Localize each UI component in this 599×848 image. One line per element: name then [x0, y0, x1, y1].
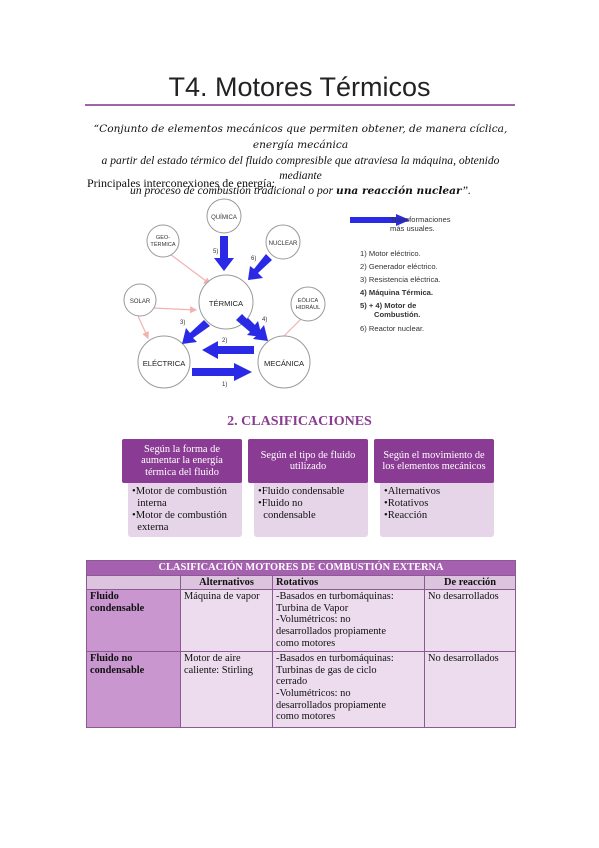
table-header-alternativos: Alternativos — [180, 574, 273, 591]
classification-1-item: •Motor de combustión — [132, 486, 227, 497]
table-cell-alternativos: Motor de aire caliente: Stirling — [180, 651, 273, 729]
node-quimica-label: QUÍMICA — [211, 214, 237, 221]
node-electrica-label: ELÉCTRICA — [143, 359, 187, 368]
arrow-solar-termica — [152, 306, 198, 314]
table-header-reaccion: De reacción — [423, 574, 517, 591]
node-electrica: ELÉCTRICA — [137, 335, 191, 389]
table-cell-rotativos: -Basados en turbomáquinas: Turbina de Va… — [272, 589, 425, 653]
classification-1-item: interna — [132, 498, 167, 509]
arrow-3-electrica-termica — [182, 320, 210, 344]
classification-body-2: •Fluido condensable •Fluido no condensab… — [254, 481, 368, 537]
node-quimica: QUÍMICA — [206, 198, 242, 234]
classification-1-item: externa — [132, 522, 169, 533]
classification-box-3: Según el movimiento de los elementos mec… — [374, 439, 494, 537]
section-title: 2. CLASIFICACIONES — [227, 414, 372, 429]
table-header-empty — [86, 574, 181, 591]
legend-item-5: 5) + 4) Motor de — [360, 301, 417, 310]
legend-header-2: más usuales. — [390, 224, 435, 233]
node-eolica-label-2: HIDRÁUL — [296, 304, 321, 311]
definition-line-2: a partir del estado térmico del fluido c… — [101, 154, 500, 182]
node-solar: SOLAR — [123, 283, 157, 317]
node-nuclear-label: NUCLEAR — [269, 241, 298, 247]
label-3: 3) — [180, 320, 185, 326]
label-1: 1) — [222, 382, 227, 388]
node-geo-label-1: GEO- — [156, 235, 170, 241]
title-divider — [85, 104, 515, 106]
node-solar-label: SOLAR — [130, 299, 151, 305]
table-row-label: Fluido no condensable — [86, 651, 181, 729]
classification-box-1: Según la forma de aumentar la energía té… — [122, 439, 242, 537]
table-cell-alternativos: Máquina de vapor — [180, 589, 273, 653]
arrow-1-electrica-mecanica — [192, 363, 252, 381]
page-title: T4. Motores Térmicos — [168, 72, 431, 102]
table-row: Fluido condensable Máquina de vapor -Bas… — [86, 589, 517, 653]
table-cell-reaccion: No desarrollados — [423, 589, 517, 653]
label-5: 5) — [213, 249, 218, 255]
definition-nuclear-phrase: una reacción nuclear — [336, 185, 462, 197]
definition-quote: “Conjunto de elementos mecánicos que per… — [88, 121, 513, 199]
classification-1-item: •Motor de combustión — [132, 510, 227, 521]
table-cell-rotativos: -Basados en turbomáquinas: Turbinas de g… — [272, 651, 425, 729]
node-mecanica: MECÁNICA — [257, 335, 311, 389]
classification-3-item: •Rotativos — [384, 498, 429, 509]
arrow-4b-termica-mecanica — [236, 314, 262, 337]
classification-3-item: •Reacción — [384, 510, 428, 521]
legend-item-1: 1) Motor eléctrico. — [360, 249, 421, 258]
legend-item-5b: Combustión. — [374, 310, 421, 319]
arrow-2-mecanica-electrica — [202, 341, 254, 359]
classification-body-3: •Alternativos •Rotativos •Reacción — [380, 481, 494, 537]
external-combustion-table: CLASIFICACIÓN MOTORES DE COMBUSTIÓN EXTE… — [85, 560, 517, 729]
definition-line-3-end: ”. — [461, 184, 471, 197]
classification-head-2: Según el tipo de fluido utilizado — [248, 439, 368, 483]
classification-2-item: •Fluido condensable — [258, 486, 345, 497]
classification-body-1: •Motor de combustión interna •Motor de c… — [128, 481, 242, 537]
node-mecanica-label: MECÁNICA — [264, 359, 305, 368]
classification-3-item: •Alternativos — [384, 486, 441, 497]
classification-box-2: Según el tipo de fluido utilizado •Fluid… — [248, 439, 368, 537]
classification-head-3: Según el movimiento de los elementos mec… — [374, 439, 494, 483]
intro-text: Principales interconexiones de energía: — [87, 176, 276, 190]
legend-item-6: 6) Reactor nuclear. — [360, 324, 425, 333]
arrow-geotermica-termica — [169, 253, 211, 285]
label-6: 6) — [251, 256, 256, 262]
label-2: 2) — [222, 338, 227, 344]
table-row-label: Fluido condensable — [86, 589, 181, 653]
node-nuclear: NUCLEAR — [265, 224, 301, 260]
table-header-rotativos: Rotativos — [272, 574, 425, 591]
node-termica: TÉRMICA — [198, 274, 254, 330]
arrow-5-quimica-termica — [214, 236, 234, 271]
node-geotermica: GEO- TÉRMICA — [146, 224, 180, 258]
classification-2-item: •Fluido no — [258, 498, 303, 509]
node-eolica: EÓLICA HIDRÁUL — [290, 286, 326, 322]
legend-item-2: 2) Generador eléctrico. — [360, 262, 438, 271]
arrow-solar-electrica — [137, 315, 149, 340]
node-eolica-label-1: EÓLICA — [298, 297, 319, 304]
legend-item-3: 3) Resistencia eléctrica. — [360, 275, 441, 284]
legend-header-1: Transformaciones — [390, 215, 451, 224]
table-cell-reaccion: No desarrollados — [423, 651, 517, 729]
legend-item-4: 4) Máquina Térmica. — [360, 288, 434, 297]
classification-2-item: condensable — [258, 510, 316, 521]
table-caption: CLASIFICACIÓN MOTORES DE COMBUSTIÓN EXTE… — [85, 560, 517, 576]
classification-head-1: Según la forma de aumentar la energía té… — [122, 439, 242, 483]
node-termica-label: TÉRMICA — [209, 299, 244, 308]
table-row: Fluido no condensable Motor de aire cali… — [86, 651, 517, 729]
label-4: 4) — [262, 317, 267, 323]
table-header-row: Alternativos Rotativos De reacción — [86, 574, 517, 591]
node-geo-label-2: TÉRMICA — [150, 241, 175, 248]
energy-diagram: QUÍMICA GEO- TÉRMICA NUCLEAR SOLAR EÓLIC… — [123, 198, 326, 389]
arrow-6-nuclear-termica — [248, 254, 272, 280]
legend-arrow-icon — [350, 214, 410, 226]
definition-line-1: “Conjunto de elementos mecánicos que per… — [93, 123, 508, 151]
definition-line-3-start: un proceso de combustión tradicional o p… — [130, 184, 337, 197]
